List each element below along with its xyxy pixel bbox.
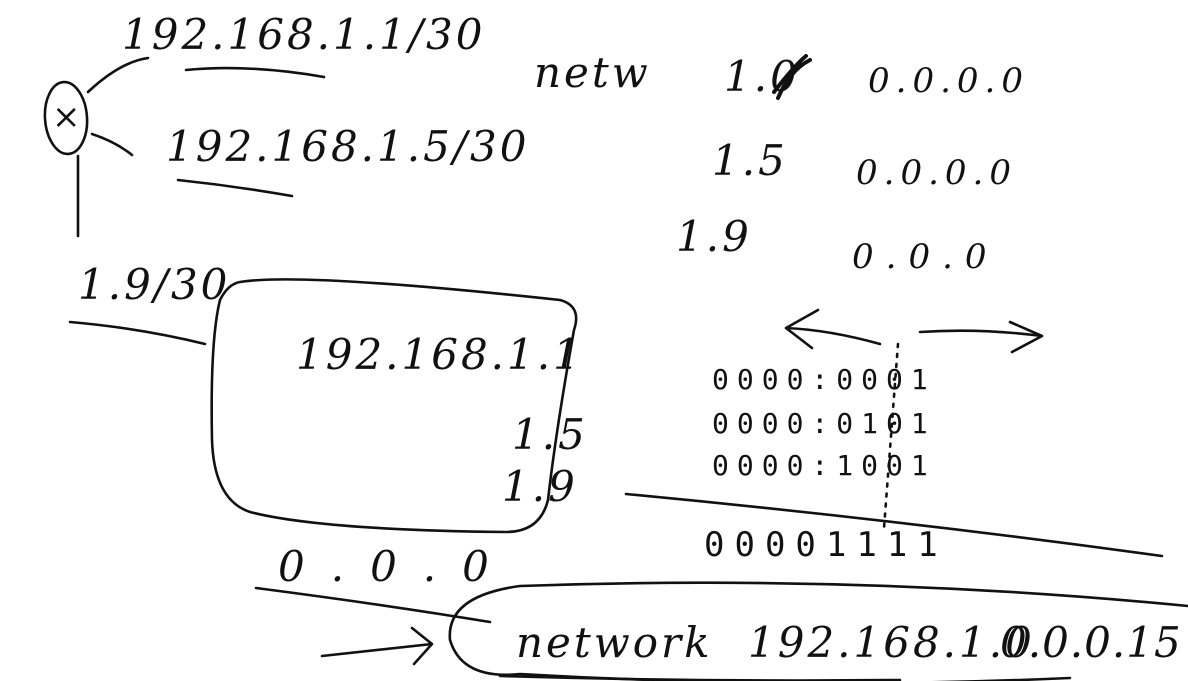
result-loop: [448, 581, 1188, 681]
table-row3-net: 1.9: [676, 212, 752, 261]
right-arrow: [918, 320, 1044, 354]
table-row1-net: 1.0: [724, 52, 800, 101]
underline-link1: [184, 66, 326, 79]
result-arrow: [320, 626, 434, 666]
wildcard-left: 0.0.0: [278, 542, 515, 591]
strike-mark: [772, 54, 812, 100]
bits-divider: [882, 342, 900, 530]
table-row2-wildcard: 0.0.0.0: [856, 153, 1017, 193]
result-keyword: network: [516, 618, 713, 667]
table-header: netw: [534, 48, 651, 97]
link-line-mid: [90, 132, 134, 157]
link2-address: 192.168.1.5/30: [166, 122, 530, 171]
underline-link2: [176, 178, 294, 198]
bits-row3: 0000:1001: [712, 449, 936, 482]
link-line-top: [86, 56, 150, 94]
link1-address: 192.168.1.1/30: [122, 10, 486, 59]
left-arrow: [784, 308, 882, 350]
underline-link3: [68, 320, 207, 346]
bits-row1: 0000:0001: [712, 363, 936, 396]
result-underline: [498, 674, 902, 681]
router-icon: [43, 80, 89, 156]
table-row1-wildcard: 0.0.0.0: [868, 61, 1029, 101]
router-symbol: ×: [52, 97, 84, 137]
interfaces-box: [210, 278, 578, 534]
link3-address: 1.9/30: [78, 260, 231, 309]
bits-row2: 0000:0101: [712, 407, 936, 440]
box-line3: 1.9: [502, 462, 578, 511]
box-line2: 1.5: [512, 410, 588, 459]
underline-wildcard: [254, 586, 492, 624]
table-row2-net: 1.5: [712, 136, 788, 185]
underline-bits: [624, 492, 1164, 558]
result-address: 192.168.1.0: [748, 618, 1035, 667]
box-line1: 192.168.1.1: [296, 330, 583, 379]
table-row3-wildcard: 0.0.0: [852, 237, 999, 277]
result-wildcard: 0.0.0.15: [1000, 618, 1182, 667]
bits-sum: 00001111: [704, 525, 948, 565]
